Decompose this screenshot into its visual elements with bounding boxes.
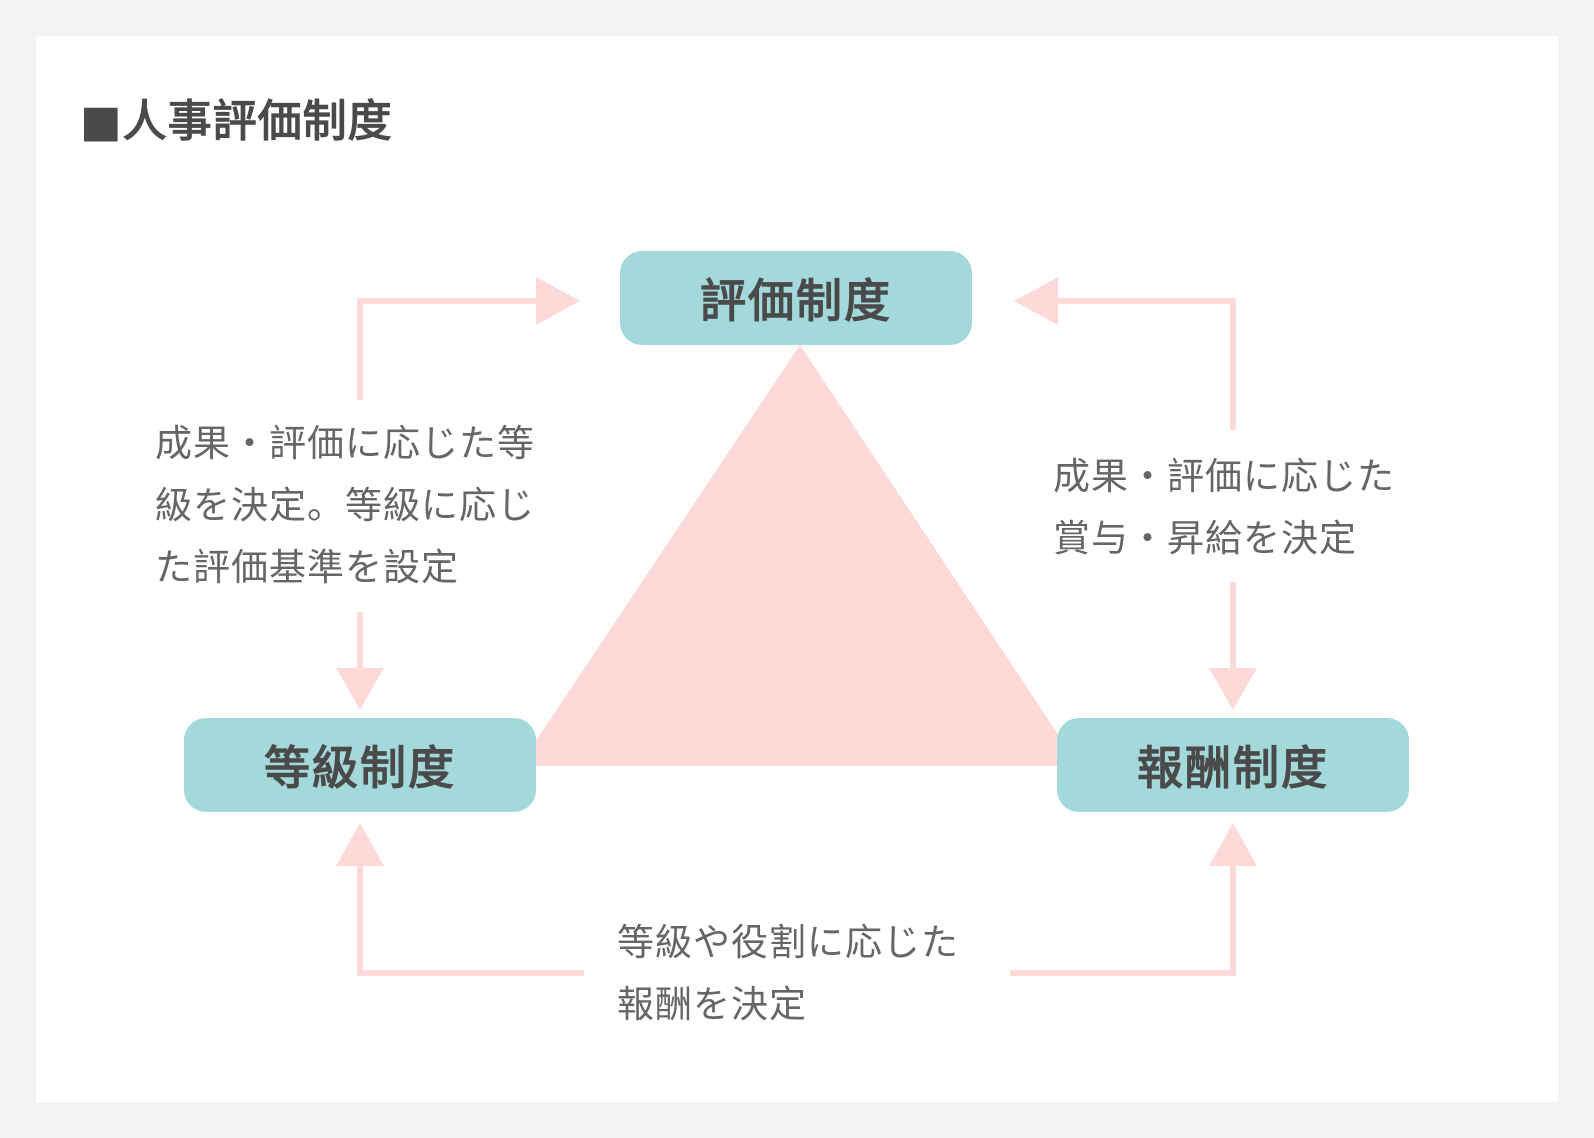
arrowhead-into-top-right — [1014, 277, 1058, 325]
description-right: 成果・評価に応じた 賞与・昇給を決定 — [1053, 446, 1395, 570]
description-bottom-line: 報酬を決定 — [617, 983, 807, 1026]
description-left-line: 成果・評価に応じた等 — [155, 422, 535, 465]
page-title: ■人事評価制度 — [80, 96, 393, 147]
description-right-line: 成果・評価に応じた — [1053, 455, 1395, 498]
description-left-line: 級を決定。等級に応じ — [155, 484, 535, 527]
description-left-line: た評価基準を設定 — [155, 546, 459, 589]
description-right-line: 賞与・昇給を決定 — [1053, 517, 1357, 560]
node-grade-system: 等級制度 — [184, 718, 536, 812]
node-evaluation-system: 評価制度 — [620, 251, 972, 345]
arrowhead-into-right-node-bottom — [1209, 823, 1257, 866]
connector-left-to-top — [357, 298, 540, 400]
arrowhead-into-left-node-bottom — [336, 823, 384, 866]
arrowhead-into-top-left — [536, 277, 580, 325]
connector-right-to-top — [1054, 298, 1236, 430]
connector-bottom-to-left — [357, 860, 584, 976]
arrowhead-into-right-node — [1209, 668, 1257, 710]
description-left: 成果・評価に応じた等 級を決定。等級に応じ た評価基準を設定 — [155, 413, 535, 599]
description-bottom-line: 等級や役割に応じた — [617, 921, 959, 964]
node-compensation-system: 報酬制度 — [1057, 718, 1409, 812]
connector-bottom-to-right — [1010, 860, 1236, 976]
arrowhead-into-left-node — [336, 668, 384, 710]
description-bottom: 等級や役割に応じた 報酬を決定 — [617, 912, 959, 1036]
central-triangle — [519, 345, 1079, 766]
